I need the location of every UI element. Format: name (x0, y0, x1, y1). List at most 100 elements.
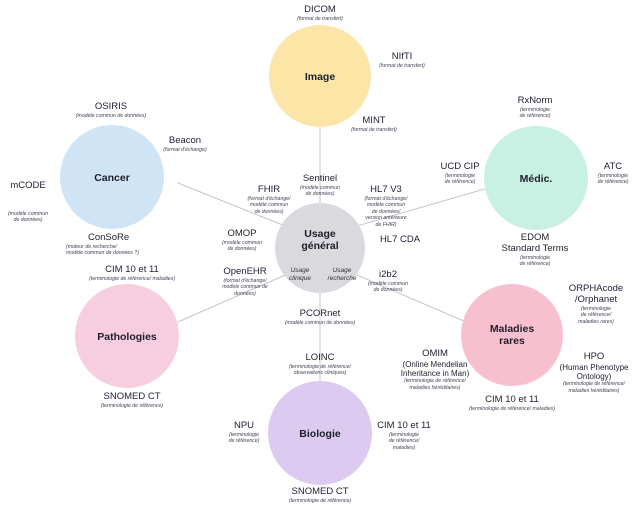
label-fhir-name: FHIR (257, 184, 281, 195)
label-osiris: OSIRIS (modèle commun de données) (66, 101, 156, 119)
label-cim-rares-name: CIM 10 et 11 (485, 394, 539, 405)
label-hpo-name: HPO (583, 351, 605, 362)
label-hpo: HPO (Human Phenotype Ontology) (terminol… (552, 351, 636, 394)
label-snomed-bio-name: SNOMED CT (291, 486, 349, 497)
connector-cancer (177, 182, 291, 229)
center-usage-clinique: Usage clinique (288, 267, 312, 282)
label-atc: ATC (terminologie de référence) (590, 161, 636, 186)
hub-biologie-title: Biologie (299, 428, 341, 440)
label-pcornet-sub: (modèle commun de données) (284, 319, 356, 326)
label-ucdcip: UCD CIP (terminologie de référence) (435, 161, 485, 186)
hub-image-circle (269, 25, 371, 127)
label-dicom-sub: (format de transfert) (297, 15, 343, 22)
label-edom-sub: (terminologie de référence) (519, 254, 551, 268)
label-orpha: ORPHAcode /Orphanet (terminologie de réf… (555, 283, 637, 325)
hub-rares-title-line1: Maladies (489, 323, 535, 335)
label-osiris-name: OSIRIS (94, 101, 128, 112)
label-openehr-name: OpenEHR (223, 266, 267, 277)
label-mint-sub: (format de transfert) (351, 126, 397, 133)
label-cim-patho: CIM 10 et 11 (terminologie de référence/… (77, 264, 187, 282)
label-sentinel-sub: (modèle commun de données) (299, 184, 341, 198)
label-fhir: FHIR (format d'échange/ modèle commun de… (236, 184, 302, 215)
label-consore: ConSoRe (moteur de recherche/ modèle com… (66, 232, 188, 257)
hub-medic-circle (484, 126, 588, 230)
label-atc-name: ATC (603, 161, 623, 172)
hub-medic-title: Médic. (519, 173, 553, 185)
label-openehr: OpenEHR (format d'échange/ modèle commun… (212, 266, 278, 297)
label-cim-rares-sub: (terminologie de référence/ maladies) (469, 405, 555, 412)
hub-image-title: Image (304, 71, 336, 83)
label-npu-name: NPU (233, 420, 255, 431)
label-i2b2-sub: (modèle commun de données) (367, 280, 409, 294)
label-orpha-sub: (terminologie de référence/ maladies rar… (578, 305, 614, 325)
label-npu: NPU (terminologie de référence) (222, 420, 266, 445)
label-snomed-patho: SNOMED CT (terminologie de référence) (82, 391, 182, 409)
label-hl7v3-name: HL7 V3 (370, 184, 402, 195)
label-omim-desc: (Online Mendelian Inheritance in Man) (400, 359, 470, 379)
label-snomed-bio: SNOMED CT (terminologie de référence) (270, 486, 370, 504)
label-cim-patho-name: CIM 10 et 11 (105, 264, 159, 275)
label-rxnorm: RxNorm (terminologie de référence) (505, 95, 565, 120)
label-fhir-sub: (format d'échange/ modèle commun de donn… (247, 195, 291, 215)
label-loinc-sub: (terminologie de référence/ observations… (289, 363, 351, 377)
label-cim-bio-name: CIM 10 et 11 (377, 420, 431, 431)
label-edom-name: EDOM Standard Terms (501, 232, 569, 254)
label-hl7v3-sub: (format d'échange/ modèle commun de donn… (364, 195, 408, 228)
label-hl7cda-name: HL7 CDA (379, 234, 421, 245)
label-cim-bio: CIM 10 et 11 (terminologie de référence/… (372, 420, 436, 451)
label-snomed-patho-name: SNOMED CT (103, 391, 161, 402)
label-omim-name: OMIM (422, 348, 448, 359)
label-mint-name: MINT (362, 115, 386, 126)
hub-cancer-circle (60, 125, 164, 229)
label-nifti: NIfTI (format de transfert) (372, 51, 432, 69)
label-loinc-name: LOINC (305, 352, 335, 363)
label-openehr-sub: (format d'échange/ modèle commun de donn… (222, 277, 268, 297)
label-beacon-name: Beacon (168, 135, 202, 146)
label-mint: MINT (format de transfert) (344, 115, 404, 133)
label-loinc: LOINC (terminologie de référence/ observ… (270, 352, 370, 377)
hub-rares-title: Maladies rares (472, 323, 552, 347)
center-title: Usage général (290, 228, 350, 252)
center-circle (275, 203, 365, 293)
label-sentinel: Sentinel (modèle commun de données) (292, 173, 348, 198)
label-sentinel-name: Sentinel (302, 173, 338, 184)
label-edom: EDOM Standard Terms (terminologie de réf… (490, 232, 580, 268)
label-nifti-name: NIfTI (391, 51, 413, 62)
label-cim-patho-sub: (terminologie de référence/ maladies) (89, 275, 175, 282)
label-omim-sub: (terminologie de référence/ maladies hér… (404, 378, 466, 391)
hub-cancer-title: Cancer (94, 172, 130, 184)
hub-rares-circle (461, 284, 563, 386)
center-title-line2: général (301, 240, 339, 252)
label-nifti-sub: (format de transfert) (379, 62, 425, 69)
label-cim-bio-sub: (terminologie de référence/ maladies) (388, 431, 420, 451)
label-atc-sub: (terminologie de référence) (597, 172, 629, 186)
label-hl7cda: HL7 CDA (372, 234, 428, 246)
label-i2b2: i2b2 (modèle commun de données) (360, 269, 416, 294)
label-mcode-sub: (modèle commun de données) (7, 210, 49, 224)
hub-rares-title-line2: rares (499, 335, 525, 347)
label-consore-sub: (moteur de recherche/ modèle commun de d… (66, 243, 139, 257)
label-omop-name: OMOP (227, 228, 257, 239)
label-cim-rares: CIM 10 et 11 (terminologie de référence/… (457, 394, 567, 412)
label-i2b2-name: i2b2 (379, 269, 397, 280)
center-title-line1: Usage (304, 228, 336, 240)
label-beacon: Beacon (format d'échange) (155, 135, 215, 153)
connector-medic (349, 187, 489, 229)
label-hpo-desc: (Human Phenotype Ontology) (559, 362, 629, 382)
label-snomed-patho-sub: (terminologie de référence) (100, 402, 164, 409)
label-omop-sub: (modèle commun de données) (221, 239, 263, 253)
connector-rares (349, 271, 467, 323)
label-rxnorm-name: RxNorm (517, 95, 553, 106)
hub-biologie-circle (268, 381, 372, 485)
label-ucdcip-name: UCD CIP (440, 161, 480, 172)
label-npu-sub: (terminologie de référence) (228, 431, 260, 445)
label-ucdcip-sub: (terminologie de référence) (444, 172, 476, 186)
label-consore-name: ConSoRe (88, 232, 130, 243)
label-orpha-name: ORPHAcode /Orphanet (568, 283, 624, 305)
label-osiris-sub: (modèle commun de données) (75, 112, 147, 119)
label-pcornet-name: PCORnet (299, 308, 341, 319)
label-rxnorm-sub: (terminologie de référence) (519, 106, 551, 120)
connector-pathologies (177, 271, 293, 323)
